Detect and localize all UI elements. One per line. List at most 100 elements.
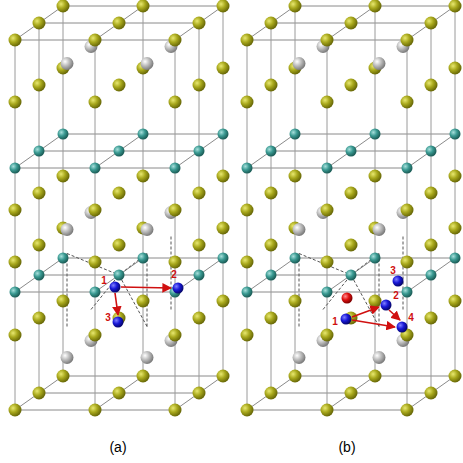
atom [241, 404, 254, 417]
atom [321, 256, 334, 269]
atom [322, 287, 333, 298]
blue-atom [397, 322, 408, 333]
blue-atom [113, 317, 124, 328]
atom [169, 204, 182, 217]
atom [425, 312, 438, 325]
atom [89, 204, 102, 217]
atom [369, 370, 382, 383]
hop-arrow [352, 320, 395, 327]
atom [321, 96, 334, 109]
atom [426, 270, 437, 281]
atom [449, 370, 462, 383]
cell-edge [95, 134, 143, 168]
atom [9, 329, 22, 342]
hop-arrow [121, 287, 171, 288]
atom [33, 79, 46, 92]
atom [449, 0, 462, 13]
blue-atom [110, 282, 121, 293]
coordination-line [299, 254, 351, 276]
hop-arrow [115, 293, 118, 315]
atom [138, 253, 149, 264]
atom [33, 17, 46, 30]
atom [290, 129, 301, 140]
red-atom [342, 293, 353, 304]
atom [169, 256, 182, 269]
atom [169, 404, 182, 417]
atom [217, 0, 230, 13]
coordination-line [299, 254, 300, 327]
atom [265, 387, 278, 400]
atom [293, 223, 306, 236]
cell-edge [327, 6, 375, 40]
atom [345, 387, 358, 400]
atom [137, 295, 150, 308]
atom [369, 170, 382, 183]
coordination-line [67, 254, 68, 327]
atom [89, 329, 102, 342]
atom [369, 295, 382, 308]
blue-atom [393, 276, 404, 287]
atom [370, 253, 381, 264]
atom [217, 370, 230, 383]
site-number: 3 [105, 313, 111, 323]
atom [265, 79, 278, 92]
atom [114, 270, 125, 281]
atom [113, 387, 126, 400]
atom [293, 57, 306, 70]
atom [265, 312, 278, 325]
atom [218, 129, 229, 140]
atom [217, 62, 230, 75]
atom [61, 351, 74, 364]
atom [9, 404, 22, 417]
atom [266, 270, 277, 281]
atom [137, 170, 150, 183]
atom [370, 129, 381, 140]
atom [321, 329, 334, 342]
atom [217, 222, 230, 235]
atom [373, 57, 386, 70]
atom [265, 239, 278, 252]
atom [218, 253, 229, 264]
atom [450, 129, 461, 140]
atom [57, 170, 70, 183]
atom [193, 387, 206, 400]
atom [346, 146, 357, 157]
atom [289, 170, 302, 183]
atom [425, 187, 438, 200]
atom [33, 387, 46, 400]
panel-label: (b) [338, 440, 355, 454]
atom [114, 146, 125, 157]
atom [9, 96, 22, 109]
coordination-line [67, 254, 119, 276]
site-number: 2 [171, 270, 177, 280]
atom [89, 96, 102, 109]
atom [34, 270, 45, 281]
atom [449, 170, 462, 183]
atom [241, 204, 254, 217]
atom [141, 57, 154, 70]
atom [57, 0, 70, 13]
atom [194, 270, 205, 281]
atom [265, 17, 278, 30]
site-number: 1 [332, 317, 338, 327]
site-number: 2 [393, 291, 399, 301]
atom [9, 256, 22, 269]
site-number: 4 [408, 313, 414, 323]
atom [170, 163, 181, 174]
atom [33, 312, 46, 325]
atom [10, 287, 21, 298]
atom [449, 222, 462, 235]
atom [57, 370, 70, 383]
blue-atom [381, 300, 392, 311]
atom [58, 129, 69, 140]
atom [10, 163, 21, 174]
atom [402, 163, 413, 174]
atom [321, 34, 334, 47]
atom [345, 79, 358, 92]
atom [141, 351, 154, 364]
atom [401, 404, 414, 417]
atom [425, 17, 438, 30]
atom [89, 256, 102, 269]
atom [449, 295, 462, 308]
